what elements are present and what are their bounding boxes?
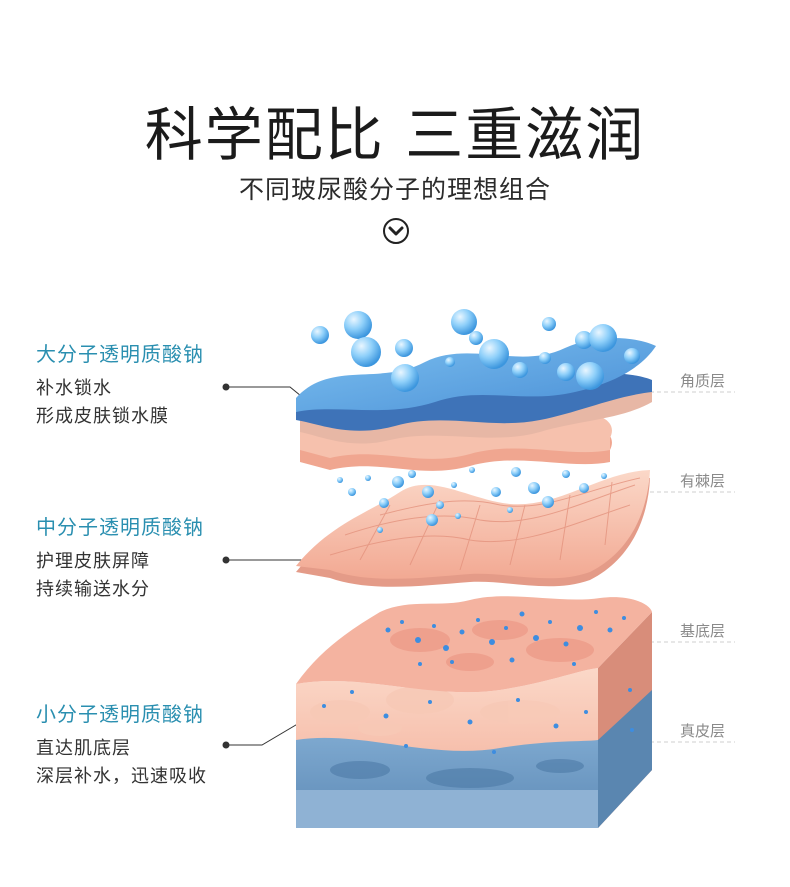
callout-line: 形成皮肤锁水膜 — [36, 406, 169, 427]
layer-label-stratum-spinosum: 有棘层 — [680, 472, 726, 490]
callout-small-molecule: 小分子透明质酸钠 直达肌底层 深层补水，迅速吸收 — [36, 698, 207, 791]
layer-leader-lines — [650, 391, 735, 743]
callout-line: 深层补水，迅速吸收 — [36, 766, 207, 787]
callout-large-molecule: 大分子透明质酸钠 补水锁水 形成皮肤锁水膜 — [36, 338, 204, 431]
stratum-corneum-layer — [296, 337, 656, 471]
page-subtitle: 不同玻尿酸分子的理想组合 — [238, 175, 551, 204]
callout-line: 护理皮肤屏障 — [36, 551, 150, 572]
stratum-spinosum-layer — [296, 470, 650, 587]
callout-title: 小分子透明质酸钠 — [36, 702, 204, 726]
layer-label-stratum-corneum: 角质层 — [680, 372, 726, 390]
callout-medium-molecule: 中分子透明质酸钠 护理皮肤屏障 持续输送水分 — [36, 511, 204, 604]
small-molecule-dots — [322, 610, 634, 754]
basal-dermis-block — [296, 596, 652, 828]
callout-title: 大分子透明质酸钠 — [36, 342, 204, 366]
callout-line: 持续输送水分 — [36, 579, 150, 600]
page-title: 科学配比 三重滋润 — [144, 101, 646, 169]
callout-line: 直达肌底层 — [36, 738, 131, 759]
chevron-down-circle-icon — [383, 218, 409, 244]
callout-line: 补水锁水 — [36, 378, 112, 399]
callout-title: 中分子透明质酸钠 — [36, 515, 204, 539]
medium-molecule-bubbles — [337, 467, 607, 533]
large-molecule-bubbles — [311, 309, 640, 392]
layer-label-basal: 基底层 — [680, 622, 726, 640]
layer-label-dermis: 真皮层 — [680, 722, 726, 740]
